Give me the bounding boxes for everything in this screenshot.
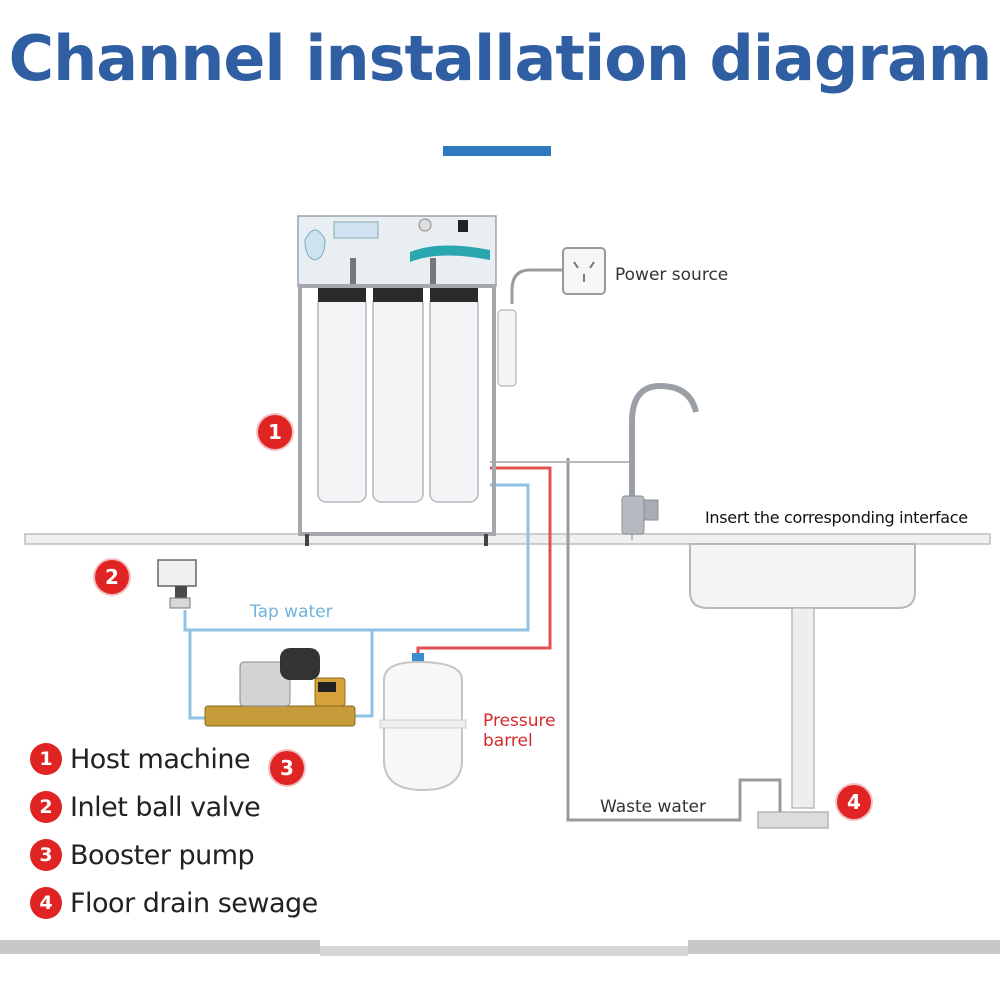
badge-floor-drain: 4 [837,785,871,819]
legend-label: Floor drain sewage [70,887,318,919]
faucet-supply-pipe [490,461,633,540]
legend-item: 3 Booster pump [30,831,318,879]
power-socket-icon [510,247,606,304]
legend-label: Booster pump [70,839,255,871]
legend-number: 4 [30,887,62,919]
title-underline [443,146,551,156]
insert-interface-label: Insert the corresponding interface [705,508,968,527]
sink-icon [689,543,916,829]
badge-inlet-valve: 2 [95,560,129,594]
pressure-barrel-label-line1: Pressure [483,711,556,731]
floor [0,940,1000,956]
badge-host-machine: 1 [258,415,292,449]
legend-number: 1 [30,743,62,775]
ro-machine-icon [297,215,517,546]
waste-water-pipe [566,458,782,822]
badge-booster-pump: 3 [270,751,304,785]
pressure-tank-icon [379,653,467,792]
legend-item: 4 Floor drain sewage [30,879,318,927]
pure-water-pipe [416,466,552,662]
pressure-barrel-label-line2: barrel [483,731,533,751]
legend-item: 2 Inlet ball valve [30,783,318,831]
legend: 1 Host machine 2 Inlet ball valve 3 Boos… [30,735,318,927]
power-source-label: Power source [615,265,729,285]
installation-diagram: Power source Insert the corresponding in… [0,200,1000,1000]
ball-valve-icon [157,559,197,609]
legend-label: Host machine [70,743,251,775]
diagram-artwork [0,215,1000,956]
page-title: Channel installation diagram [8,22,993,95]
booster-pump-icon [204,648,356,727]
legend-number: 3 [30,839,62,871]
legend-label: Inlet ball valve [70,791,261,823]
legend-item: 1 Host machine [30,735,318,783]
waste-water-label: Waste water [600,797,706,817]
legend-number: 2 [30,791,62,823]
countertop [24,533,991,545]
tap-water-pipe [183,483,530,720]
tap-water-label: Tap water [250,602,333,622]
faucet-icon [621,382,699,535]
